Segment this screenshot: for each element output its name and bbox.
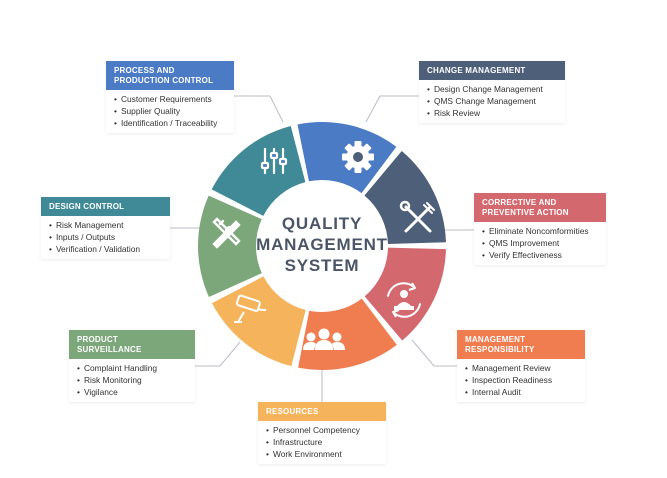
list-item: Risk Monitoring — [77, 374, 187, 386]
list-item: Risk Review — [427, 107, 557, 119]
corrective-action-box: CORRECTIVE AND PREVENTIVE ACTION Elimina… — [474, 193, 606, 265]
resources-title: RESOURCES — [258, 402, 386, 421]
segment-management — [298, 298, 397, 370]
list-item: Personnel Competency — [266, 424, 378, 436]
camera-icon — [234, 294, 267, 323]
segment-change — [364, 151, 446, 244]
pencil-ruler-icon — [212, 217, 241, 249]
management-responsibility-box: MANAGEMENT RESPONSIBILITY Management Rev… — [457, 330, 585, 402]
corrective-action-list: Eliminate Noncomformities QMS Improvemen… — [474, 222, 606, 265]
product-surveillance-list: Complaint Handling Risk Monitoring Vigil… — [69, 359, 195, 402]
list-item: QMS Improvement — [482, 237, 598, 249]
list-item: Eliminate Noncomformities — [482, 225, 598, 237]
list-item: Vigilance — [77, 386, 187, 398]
connector-lines — [170, 95, 474, 402]
list-item: Design Change Management — [427, 83, 557, 95]
segment-design — [211, 126, 306, 216]
list-item: Infrastructure — [266, 436, 378, 448]
product-surveillance-box: PRODUCT SURVEILLANCE Complaint Handling … — [69, 330, 195, 402]
list-item: Verification / Validation — [49, 243, 162, 255]
sliders-icon — [260, 147, 288, 175]
list-item: Internal Audit — [465, 386, 577, 398]
list-item: QMS Change Management — [427, 95, 557, 107]
center-title-line1: QUALITY — [281, 214, 363, 233]
resources-box: RESOURCES Personnel Competency Infrastru… — [258, 402, 386, 464]
list-item: Inspection Readiness — [465, 374, 577, 386]
process-control-box: PROCESS AND PRODUCTION CONTROL Customer … — [106, 61, 234, 133]
design-control-title: DESIGN CONTROL — [41, 197, 170, 216]
connector-management — [411, 339, 457, 367]
list-item: Customer Requirements — [114, 93, 226, 105]
resources-list: Personnel Competency Infrastructure Work… — [258, 421, 386, 464]
list-item: Verify Effectiveness — [482, 249, 598, 261]
process-control-title: PROCESS AND PRODUCTION CONTROL — [106, 61, 234, 90]
change-management-list: Design Change Management QMS Change Mana… — [419, 80, 565, 123]
team-cycle-icon — [387, 282, 421, 318]
segment-resources — [211, 276, 306, 367]
center-title-line2: MANAGEMENT — [256, 235, 388, 254]
product-surveillance-title: PRODUCT SURVEILLANCE — [69, 330, 195, 359]
management-responsibility-list: Management Review Inspection Readiness I… — [457, 359, 585, 402]
list-item: Risk Management — [49, 219, 162, 231]
center-title-line3: SYSTEM — [284, 256, 360, 275]
connector-process — [234, 95, 284, 123]
list-item: Complaint Handling — [77, 362, 187, 374]
center-title: QUALITY MANAGEMENT SYSTEM — [252, 213, 392, 276]
design-control-box: DESIGN CONTROL Risk Management Inputs / … — [41, 197, 170, 259]
management-responsibility-title: MANAGEMENT RESPONSIBILITY — [457, 330, 585, 359]
corrective-action-title: CORRECTIVE AND PREVENTIVE ACTION — [474, 193, 606, 222]
change-management-box: CHANGE MANAGEMENT Design Change Manageme… — [419, 61, 565, 123]
connector-change — [365, 95, 419, 123]
list-item: Supplier Quality — [114, 105, 226, 117]
connector-surveillance — [195, 341, 241, 367]
design-control-list: Risk Management Inputs / Outputs Verific… — [41, 216, 170, 259]
center-disk — [257, 181, 387, 311]
list-item: Work Environment — [266, 448, 378, 460]
list-item: Identification / Traceability — [114, 117, 226, 129]
gear-icon — [342, 141, 374, 173]
list-item: Management Review — [465, 362, 577, 374]
people-icon — [303, 328, 345, 350]
process-control-list: Customer Requirements Supplier Quality I… — [106, 90, 234, 133]
tools-icon — [399, 200, 435, 233]
segment-icons — [212, 141, 435, 350]
list-item: Inputs / Outputs — [49, 231, 162, 243]
change-management-title: CHANGE MANAGEMENT — [419, 61, 565, 80]
